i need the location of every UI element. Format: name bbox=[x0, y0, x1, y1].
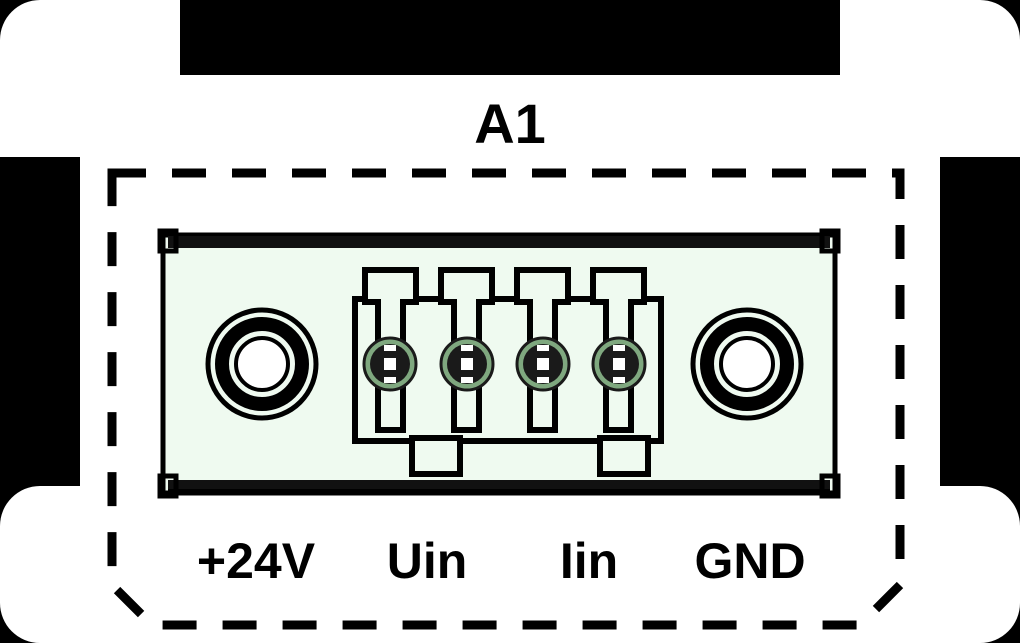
terminal-screws bbox=[362, 336, 647, 392]
terminal-screw-3[interactable] bbox=[515, 336, 571, 392]
right-mounting-hole bbox=[690, 307, 804, 421]
pin-label-24v: +24V bbox=[197, 533, 316, 589]
terminal-screw-2[interactable] bbox=[439, 336, 495, 392]
pin-label-iin: Iin bbox=[560, 533, 618, 589]
boundary-dashed-outline bbox=[107, 168, 905, 630]
left-mounting-hole bbox=[205, 307, 319, 421]
terminal-screw-4[interactable] bbox=[591, 336, 647, 392]
terminal-screw-1[interactable] bbox=[362, 336, 418, 392]
diagram-title: A1 bbox=[474, 92, 546, 155]
keying-tab-left bbox=[409, 435, 463, 477]
pin-label-gnd: GND bbox=[694, 533, 805, 589]
keying-tab-right bbox=[597, 435, 651, 477]
frame-black-bars bbox=[0, 0, 1020, 486]
pin-label-uin: Uin bbox=[387, 533, 468, 589]
